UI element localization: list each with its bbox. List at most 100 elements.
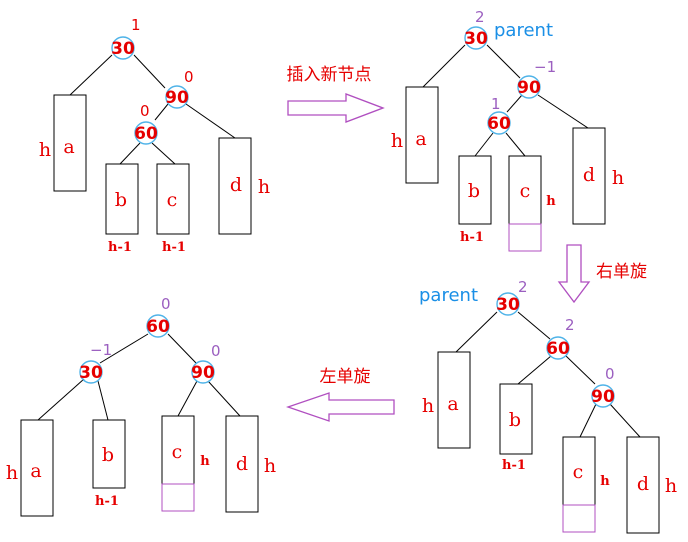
subtree-label: c xyxy=(167,189,178,211)
edge xyxy=(565,355,596,385)
new-node-box xyxy=(161,483,195,512)
parent-label: parent xyxy=(419,285,478,306)
subtree-label: c xyxy=(172,441,183,463)
right-arrow-shape xyxy=(287,93,385,123)
edge xyxy=(99,333,149,364)
edge xyxy=(517,311,551,340)
subtree-label: a xyxy=(63,136,74,158)
node-key: 60 xyxy=(546,339,570,359)
subtree-label: a xyxy=(415,128,426,150)
height-label: h-1 xyxy=(460,230,484,245)
subtree-a-box xyxy=(405,86,439,184)
edge xyxy=(151,142,176,165)
node-circle xyxy=(464,26,488,50)
height-label: h xyxy=(600,474,610,489)
insert-arrow: 插入新节点 xyxy=(287,65,385,123)
node-circle xyxy=(546,336,570,360)
edge xyxy=(609,403,641,438)
edge xyxy=(167,333,197,364)
subtree-label: b xyxy=(509,409,521,431)
height-label: h xyxy=(422,395,434,417)
balance-factor: 2 xyxy=(475,8,485,26)
subtree-b-box xyxy=(105,163,139,235)
subtree-d-box xyxy=(572,127,606,225)
edge xyxy=(207,380,241,417)
edge xyxy=(474,132,494,157)
left-rotate-arrow: 左单旋 xyxy=(285,367,395,422)
height-label: h xyxy=(6,462,18,484)
node-circle xyxy=(146,314,170,338)
edge xyxy=(177,380,198,417)
edge xyxy=(97,380,109,421)
height-label: h xyxy=(665,475,677,497)
subtree-label: d xyxy=(230,174,242,196)
height-label: h xyxy=(612,167,624,189)
stage4-tree: 60 30 90 0 −1 0 a b c d h h h h-1 xyxy=(6,295,276,517)
parent-label: parent xyxy=(494,20,553,41)
balance-factor: 1 xyxy=(131,16,141,34)
height-label: h xyxy=(39,139,51,161)
balance-factor: −1 xyxy=(534,58,556,76)
balance-factor: −1 xyxy=(90,341,112,359)
node-key: 90 xyxy=(165,88,189,108)
node-circle xyxy=(591,384,615,408)
node-key: 30 xyxy=(464,29,488,49)
node-circle xyxy=(191,360,215,384)
subtree-d-box xyxy=(225,415,259,513)
down-arrow-shape xyxy=(557,244,591,304)
edge xyxy=(537,94,589,129)
subtree-label: a xyxy=(447,393,458,415)
node-circle xyxy=(165,85,189,109)
balance-factor: 0 xyxy=(161,295,171,313)
node-circle xyxy=(79,360,103,384)
balance-factor: 0 xyxy=(605,365,615,383)
subtree-b-box xyxy=(92,419,126,489)
height-label: h xyxy=(546,194,556,209)
height-label: h-1 xyxy=(502,458,526,473)
node-circle xyxy=(517,75,541,99)
balance-factor: 0 xyxy=(211,342,221,360)
node-key: 30 xyxy=(111,39,135,59)
node-key: 60 xyxy=(487,114,511,134)
stage2-tree: 30 90 60 2 −1 1 parent a b c d h h h h-1 xyxy=(391,8,624,252)
height-label: h-1 xyxy=(162,240,186,255)
subtree-label: b xyxy=(468,180,480,202)
subtree-label: c xyxy=(573,461,584,483)
edge xyxy=(455,311,498,353)
node-key: 30 xyxy=(496,295,520,315)
new-node-box xyxy=(562,504,596,533)
operation-label: 左单旋 xyxy=(320,367,371,387)
node-key: 30 xyxy=(79,363,103,383)
subtree-label: a xyxy=(30,460,41,482)
subtree-a-box xyxy=(437,351,471,449)
edge xyxy=(37,378,85,421)
subtree-label: d xyxy=(236,453,248,475)
edge xyxy=(154,103,169,121)
subtree-label: d xyxy=(583,164,595,186)
edge xyxy=(505,132,526,157)
subtree-d-box xyxy=(626,436,660,534)
subtree-label: b xyxy=(102,444,114,466)
node-key: 90 xyxy=(591,387,615,407)
subtree-label: c xyxy=(520,180,531,202)
balance-factor: 2 xyxy=(565,316,575,334)
node-circle xyxy=(496,292,520,316)
subtree-d-box xyxy=(218,137,252,235)
node-key: 90 xyxy=(517,78,541,98)
subtree-label: d xyxy=(637,473,649,495)
new-node-box xyxy=(508,223,542,252)
edge xyxy=(506,94,523,113)
left-arrow-shape xyxy=(285,392,395,422)
balance-factor: 1 xyxy=(491,95,501,113)
subtree-b-box xyxy=(499,383,533,455)
balance-factor: 0 xyxy=(184,68,194,86)
edge xyxy=(486,44,521,79)
stage3-tree: 30 60 90 2 2 0 parent a b c d h h h h-1 xyxy=(419,278,677,534)
balance-factor: 2 xyxy=(518,278,528,296)
height-label: h xyxy=(391,130,403,152)
height-label: h-1 xyxy=(95,494,119,509)
height-label: h xyxy=(200,454,210,469)
edge xyxy=(517,355,552,385)
balance-factor: 0 xyxy=(140,102,150,120)
